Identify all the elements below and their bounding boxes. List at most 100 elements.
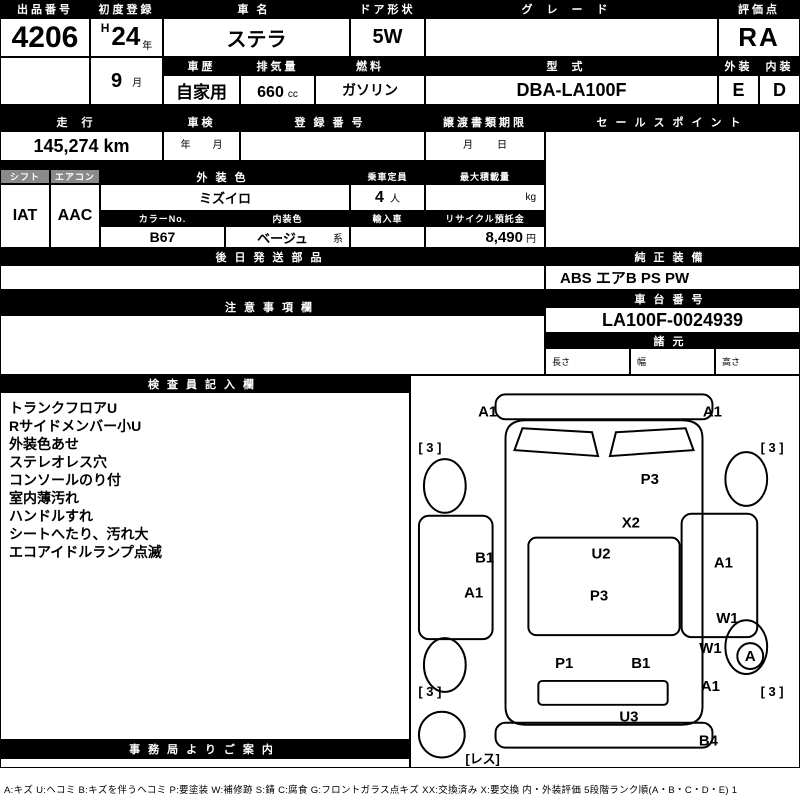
capacity-label: 乗車定員 xyxy=(350,169,425,184)
rear-bumper-shape xyxy=(494,721,714,749)
length-cell: 長さ xyxy=(545,348,630,375)
damage-code-label: A1 xyxy=(703,403,722,420)
max-load-value: kg xyxy=(425,184,545,211)
max-load-label: 最大積載量 xyxy=(425,169,545,184)
length-label: 長さ xyxy=(552,357,571,367)
exhibit-no: 4206 xyxy=(0,18,90,57)
inspector-note-line: ハンドルすれ xyxy=(9,508,93,524)
exhibit-no-label: 出品番号 xyxy=(0,0,90,18)
damage-code-label: U3 xyxy=(619,709,638,726)
exhibit-no-spacer xyxy=(0,57,90,105)
left-door-shape xyxy=(417,514,494,641)
capacity-value: 4 人 xyxy=(350,184,425,211)
displacement-label: 排気量 xyxy=(240,57,315,75)
width-label: 幅 xyxy=(637,357,647,367)
damage-code-label: [ 3 ] xyxy=(418,684,441,699)
inspector-note-line: エコアイドルランプ点滅 xyxy=(9,544,162,560)
inspector-note-line: シートへたり、汚れ大 xyxy=(9,526,149,542)
damage-code-label: B1 xyxy=(475,550,494,567)
displacement-value: 660 xyxy=(257,84,284,101)
door-shape: 5W xyxy=(350,18,425,57)
damage-code-label: [レス] xyxy=(465,752,499,767)
interior-label: 内装 xyxy=(759,57,800,75)
int-color-cell: ベージュ 系 xyxy=(225,226,350,248)
fuel-label: 燃料 xyxy=(315,57,425,75)
sales-point-label: セールスポイント xyxy=(545,113,800,131)
damage-code-label: A xyxy=(745,648,756,665)
recycle-cell: 8,490 円 xyxy=(425,226,545,248)
later-parts-value xyxy=(0,265,545,290)
damage-code-label: [ 3 ] xyxy=(761,440,784,455)
aircon-value: AAC xyxy=(50,184,100,248)
fuel-value: ガソリン xyxy=(315,75,425,105)
model-label: 型式 xyxy=(425,57,718,75)
caution-label: 注意事項欄 xyxy=(0,298,545,315)
color-no-value: B67 xyxy=(100,226,225,248)
exterior-grade: E xyxy=(718,75,759,105)
shift-label: シフト xyxy=(0,169,50,184)
transfer-day-suffix: 日 xyxy=(497,140,507,151)
max-load-unit: kg xyxy=(525,192,536,203)
car-name: ステラ xyxy=(163,18,350,57)
separator-bar-3 xyxy=(0,290,545,298)
height-cell: 高さ xyxy=(715,348,800,375)
transfer-month-suffix: 月 xyxy=(463,140,473,151)
damage-marker-circle xyxy=(736,642,765,670)
door-shape-label: ドア形状 xyxy=(350,0,425,18)
separator-bar-1 xyxy=(0,105,800,113)
rear-left-wheel-shape xyxy=(422,637,467,693)
ext-color-value: ミズイロ xyxy=(100,184,350,211)
damage-code-label: P3 xyxy=(590,587,608,604)
sales-point-value xyxy=(545,131,800,248)
int-color-suffix: 系 xyxy=(333,233,343,245)
first-reg-label: 初度登録 xyxy=(90,0,163,18)
shift-value: IAT xyxy=(0,184,50,248)
recycle-fee: 8,490 xyxy=(485,228,523,246)
recycle-unit: 円 xyxy=(526,233,536,245)
rear-right-wheel-shape xyxy=(724,619,769,675)
front-bumper-shape xyxy=(494,393,714,421)
car-name-label: 車名 xyxy=(163,0,350,18)
chassis-label: 車台番号 xyxy=(545,290,800,307)
damage-code-label: [ 3 ] xyxy=(761,684,784,699)
later-parts-label: 後日発送部品 xyxy=(0,248,545,265)
damage-code-label: X2 xyxy=(622,515,640,532)
damage-code-label: A1 xyxy=(701,678,720,695)
rear-window-shape xyxy=(537,679,669,706)
office-note xyxy=(0,758,410,768)
inspection-year-suffix: 年 xyxy=(180,140,191,151)
windshield-left-shape xyxy=(513,427,600,458)
damage-code-label: A1 xyxy=(464,584,483,601)
equipment-label: 純正装備 xyxy=(545,248,800,265)
inspector-label: 検査員記入欄 xyxy=(0,375,410,392)
reg-no-label: 登録番号 xyxy=(240,113,425,131)
damage-code-label: U2 xyxy=(591,546,610,563)
spare-tire-shape xyxy=(417,710,466,759)
grade-label: グレード xyxy=(425,0,718,18)
damage-code-label: A1 xyxy=(478,403,497,420)
damage-code-legend: A:キズ U:ヘコミ B:キズを伴うヘコミ P:要塗装 W:補修跡 S:錆 C:… xyxy=(4,785,738,796)
recycle-label: リサイクル預託金 xyxy=(425,211,545,226)
history-value: 自家用 xyxy=(163,75,240,105)
color-no-label: カラーNo. xyxy=(100,211,225,226)
transfer-deadline-label: 譲渡書類期限 xyxy=(425,113,545,131)
right-door-shape xyxy=(680,512,759,639)
int-color-label: 内装色 xyxy=(225,211,350,226)
first-reg-year-cell: H 24 年 xyxy=(90,18,163,57)
import-label: 輸入車 xyxy=(350,211,425,226)
roof-panel-shape xyxy=(527,536,681,637)
displacement-unit: cc xyxy=(287,89,298,100)
front-right-wheel-shape xyxy=(724,451,769,507)
mileage-label: 走行 xyxy=(0,113,163,131)
damage-code-label: A1 xyxy=(714,555,733,572)
front-left-wheel-shape xyxy=(422,458,467,514)
damage-code-label: P3 xyxy=(641,471,659,488)
ext-color-label: 外装色 xyxy=(100,169,350,184)
damage-code-label: [ 3 ] xyxy=(418,440,441,455)
mileage-value: 145,274 km xyxy=(0,131,163,161)
first-reg-month: 9 xyxy=(110,69,123,92)
